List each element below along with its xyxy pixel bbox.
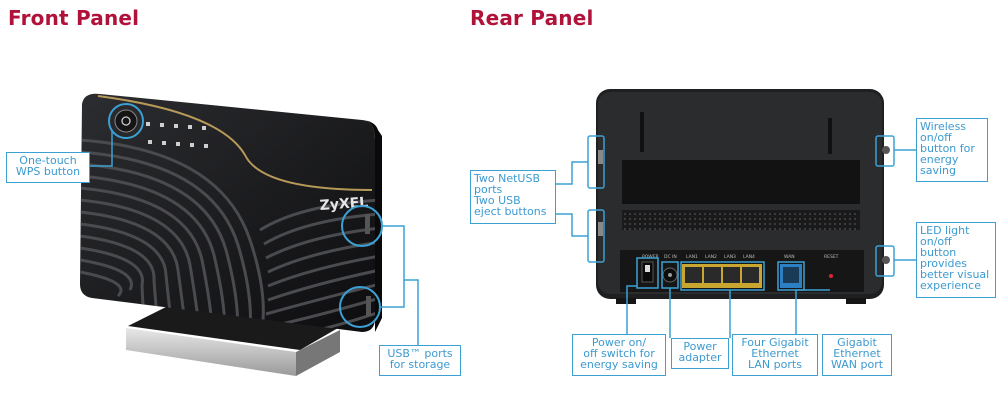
netusb-callout-line-3: Two USB — [474, 194, 521, 207]
front-callout-lines — [90, 103, 419, 345]
usb-ports-callout: USB™ ports for storage — [379, 345, 461, 376]
port-label-lan3: LAN3 — [724, 254, 736, 260]
power-adapter-callout-line-1: Power — [683, 340, 717, 353]
wireless-callout-line-3: button for — [920, 142, 975, 155]
rear-port-labels: POWER DC IN LAN1 LAN2 LAN3 LAN4 WAN RESE… — [642, 254, 839, 260]
rear-router-image — [596, 89, 890, 304]
wireless-button-callout: Wireless on/off button for energy saving — [916, 118, 988, 182]
wan-callout-line-1: Gigabit — [837, 336, 877, 349]
port-label-lan4: LAN4 — [743, 254, 755, 260]
front-router-image: ZyXEL — [80, 93, 382, 376]
wireless-callout-line-4: energy — [920, 153, 959, 166]
port-label-reset: RESET — [824, 254, 839, 260]
power-switch-callout-line-2: off switch for — [583, 347, 655, 360]
lan-callout-line-3: LAN ports — [748, 358, 802, 371]
wireless-callout-line-5: saving — [920, 164, 956, 177]
wps-callout-line-1: One-touch — [19, 154, 77, 167]
wps-callout-line-2: WPS button — [15, 165, 81, 178]
led-callout-line-1: LED light — [920, 224, 970, 237]
rear-panel-title: Rear Panel — [470, 6, 594, 30]
netusb-callout-line-4: eject buttons — [474, 205, 547, 218]
rear-callout-lines — [556, 135, 916, 338]
power-switch-callout: Power on/ off switch for energy saving — [572, 334, 666, 376]
brand-logo-text: ZyXEL — [319, 195, 369, 214]
wan-callout-line-2: Ethernet — [833, 347, 881, 360]
usb-callout-line-1: USB™ ports — [387, 347, 453, 360]
led-callout-line-6: experience — [920, 279, 981, 292]
port-label-wan: WAN — [784, 254, 795, 260]
port-label-dcin: DC IN — [664, 254, 677, 260]
led-callout-line-3: button — [920, 246, 957, 259]
power-switch-callout-line-3: energy saving — [580, 358, 658, 371]
lan-callout-line-1: Four Gigabit — [741, 336, 809, 349]
led-callout-line-5: better visual — [920, 268, 990, 281]
netusb-callout-line-1: Two NetUSB — [474, 172, 541, 185]
power-switch-callout-line-1: Power on/ — [591, 336, 647, 349]
netusb-callout-line-2: ports — [474, 183, 503, 196]
port-label-lan2: LAN2 — [705, 254, 717, 260]
front-panel-title: Front Panel — [8, 6, 140, 30]
usb-callout-line-2: for storage — [389, 358, 451, 371]
power-adapter-callout: Power adapter — [671, 338, 729, 369]
netusb-ports-callout: Two NetUSB ports Two USB eject buttons — [470, 170, 556, 224]
wps-button-callout: One-touch WPS button — [6, 152, 90, 183]
wireless-callout-line-2: on/off — [920, 131, 952, 144]
power-adapter-callout-line-2: adapter — [678, 351, 722, 364]
lan-ports-callout: Four Gigabit Ethernet LAN ports — [732, 334, 818, 376]
port-label-power: POWER — [642, 254, 659, 260]
led-button-callout: LED light on/off button provides better … — [916, 222, 996, 298]
wireless-callout-line-1: Wireless — [920, 120, 967, 133]
wan-port-callout: Gigabit Ethernet WAN port — [822, 334, 892, 376]
lan-callout-line-2: Ethernet — [751, 347, 799, 360]
led-callout-line-2: on/off — [920, 235, 952, 248]
led-callout-line-4: provides — [920, 257, 968, 270]
port-label-lan1: LAN1 — [686, 254, 698, 260]
wan-callout-line-3: WAN port — [830, 358, 884, 371]
